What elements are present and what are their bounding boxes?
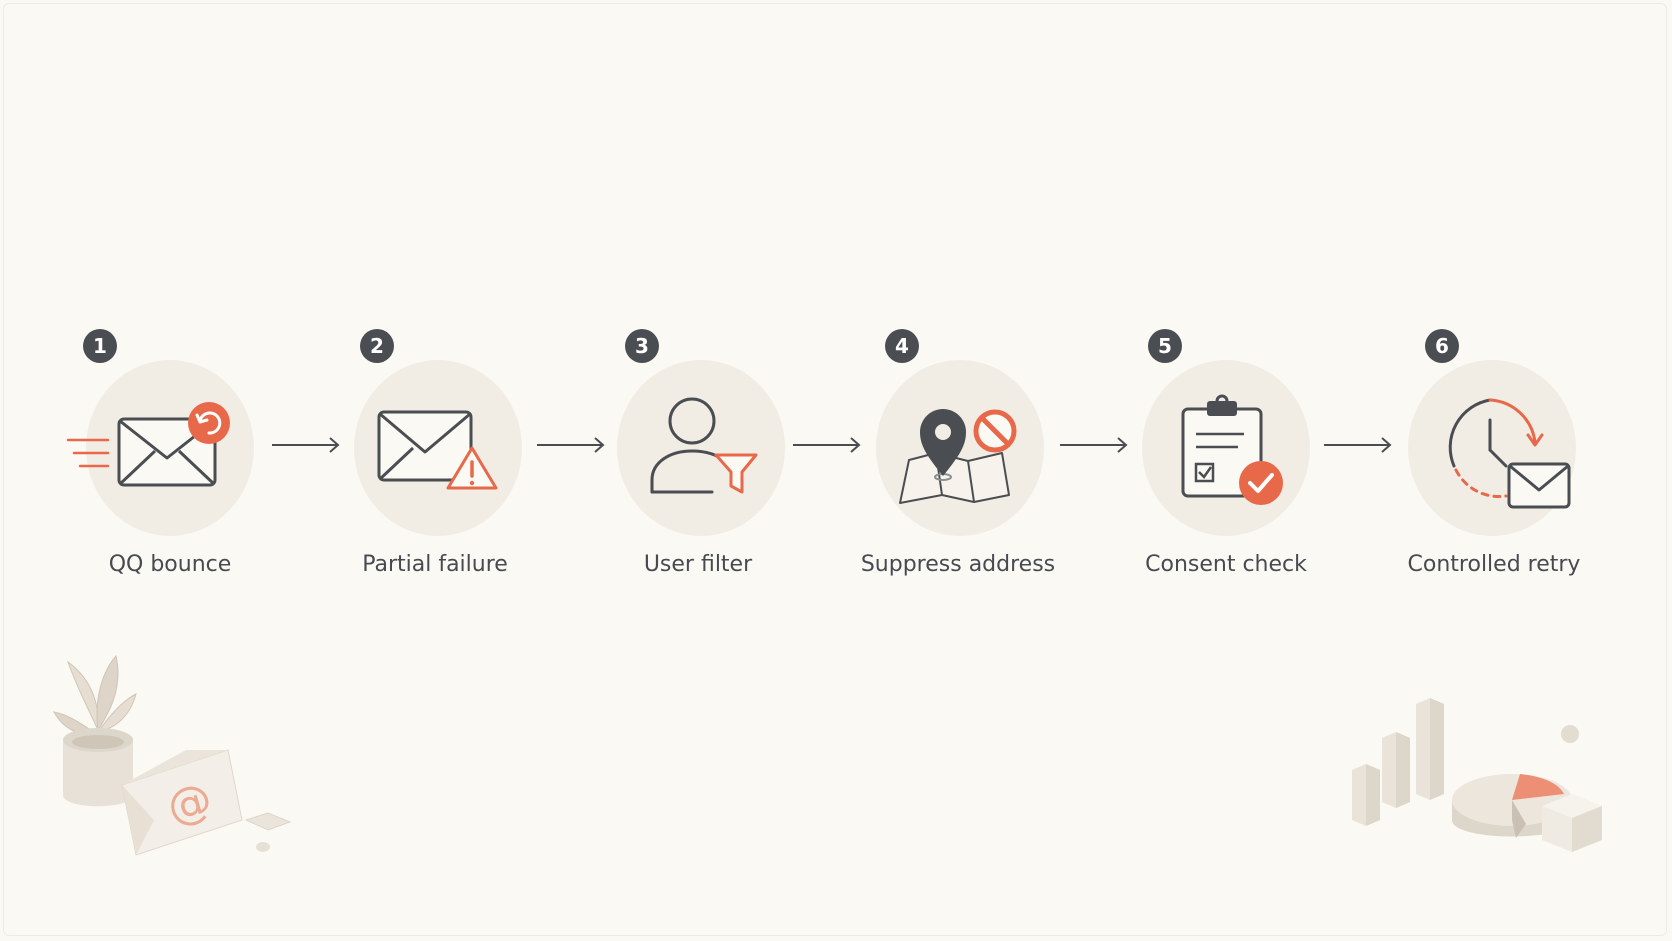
bar-and-pie-chart-icon bbox=[1352, 698, 1602, 852]
arrow-right-icon bbox=[1060, 437, 1128, 453]
step-label: User filter bbox=[643, 552, 753, 577]
arrow-right-icon bbox=[793, 437, 861, 453]
step-number-badge: 3 bbox=[625, 329, 659, 363]
envelope-bounce-icon bbox=[66, 402, 230, 487]
step-number-badge: 1 bbox=[83, 329, 117, 363]
isometric-bars bbox=[1352, 698, 1444, 826]
step-disc bbox=[617, 360, 785, 536]
step-label: Consent check bbox=[1145, 552, 1307, 577]
map-pin-blocked-icon bbox=[899, 409, 1017, 504]
plant-leaves bbox=[53, 654, 137, 735]
step-number-badge: 4 bbox=[885, 329, 919, 363]
user-filter-icon bbox=[650, 397, 758, 494]
step-number-badge: 2 bbox=[360, 329, 394, 363]
step-label: Controlled retry bbox=[1407, 552, 1581, 577]
canvas-frame bbox=[3, 3, 1667, 936]
clock-retry-envelope-icon bbox=[1448, 398, 1571, 509]
step-label: QQ bounce bbox=[108, 552, 232, 577]
envelope-warning-icon bbox=[377, 410, 498, 490]
email-envelope: @ bbox=[121, 749, 243, 856]
step-number-badge: 6 bbox=[1425, 329, 1459, 363]
step-label: Partial failure bbox=[362, 552, 508, 577]
clipboard-check-icon bbox=[1181, 394, 1283, 505]
step-label: Suppress address bbox=[860, 552, 1056, 577]
plant-and-email-at-icon: @ bbox=[53, 654, 292, 856]
step-number-badge: 5 bbox=[1148, 329, 1182, 363]
arrow-right-icon bbox=[1324, 437, 1392, 453]
arrow-right-icon bbox=[537, 437, 605, 453]
arrow-right-icon bbox=[272, 437, 340, 453]
isometric-cube bbox=[1542, 794, 1602, 852]
